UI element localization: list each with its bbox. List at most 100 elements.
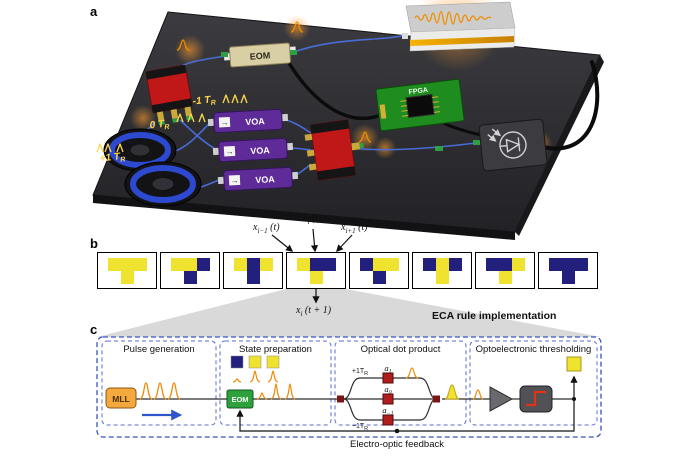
coefficient-modulators xyxy=(382,372,394,426)
delay-label-minus: -1 TR xyxy=(192,94,216,109)
cell-empty xyxy=(197,271,210,284)
label-x-curr: xi (t) xyxy=(303,213,322,226)
cell-state-0 xyxy=(561,257,575,271)
pulse-icon xyxy=(176,21,372,143)
cell-empty xyxy=(260,271,273,284)
label-x-next: xi+1 (t) xyxy=(341,222,368,235)
cell-state-1 xyxy=(233,257,247,271)
cell-state-1 xyxy=(385,257,399,271)
pulse-icon xyxy=(232,370,279,383)
fpga-label: FPGA xyxy=(408,87,428,96)
weighted-pulse-icon xyxy=(444,384,460,400)
pulse-icon xyxy=(405,367,419,379)
cell-state-0 xyxy=(246,270,260,284)
panel-c-label: c xyxy=(90,322,98,337)
cell-state-0 xyxy=(372,270,386,284)
combiner-node xyxy=(433,395,440,403)
cell-state-1 xyxy=(372,257,386,271)
cell-empty xyxy=(386,271,399,284)
cell-state-1 xyxy=(498,270,512,284)
cell-state-0 xyxy=(359,257,373,271)
panel-a-label: a xyxy=(90,4,98,19)
coeff-a0-label: a0 xyxy=(384,384,391,396)
cell-state-1 xyxy=(183,257,197,271)
delay-minus-label: −1TR xyxy=(352,423,368,432)
rule-cell xyxy=(349,252,409,289)
fiber-connector xyxy=(221,50,481,151)
attenuator-arrow-icon: → xyxy=(225,147,233,156)
feedback-label: Electro-optic feedback xyxy=(350,439,444,450)
cell-empty xyxy=(234,271,247,284)
cell-empty xyxy=(360,271,373,284)
cell-state-0 xyxy=(183,270,197,284)
cell-empty xyxy=(108,271,121,284)
cell-state-0 xyxy=(322,257,336,271)
amplifier-icon xyxy=(489,386,514,412)
label-x-out: xi (t + 1) xyxy=(296,305,332,318)
fiber-splitter-module xyxy=(145,64,193,126)
fiber-combiner-module xyxy=(304,119,364,181)
cell-empty xyxy=(549,271,562,284)
cell-state-1 xyxy=(120,270,134,284)
rule-cell xyxy=(475,252,535,289)
voa-label: VOA xyxy=(255,174,275,185)
delay-plus-label: +1TR xyxy=(352,368,368,377)
cell-state-0 xyxy=(498,257,512,271)
mode-locked-laser xyxy=(402,1,516,52)
threshold-step-icon xyxy=(526,390,546,407)
cell-state-1 xyxy=(435,270,449,284)
section-title: Pulse generation xyxy=(123,344,194,355)
cell-state-0 xyxy=(448,257,462,271)
coeff-am1-label: a−1 xyxy=(382,405,393,417)
cell-empty xyxy=(486,271,499,284)
feedback-line xyxy=(236,399,575,432)
laser-waveform-icon xyxy=(414,10,492,26)
section-title: Optical dot product xyxy=(361,344,441,355)
delay-label-plus: +1 TR xyxy=(99,151,126,166)
output-state-square xyxy=(566,356,582,372)
cell-empty xyxy=(323,271,336,284)
section-title: State preparation xyxy=(239,344,312,355)
attenuator-arrow-icon: → xyxy=(230,176,238,185)
splitter-node xyxy=(337,395,344,403)
voa-module: → VOA xyxy=(212,137,294,163)
pulse-train-doodle xyxy=(96,94,248,153)
cell-empty xyxy=(449,271,462,284)
cell-state-0 xyxy=(561,270,575,284)
feedback-loop-box xyxy=(96,336,602,438)
rule-cell xyxy=(286,252,346,289)
cell-state-0 xyxy=(422,257,436,271)
rule-cell xyxy=(223,252,283,289)
rule-row xyxy=(97,252,598,289)
feedback-junction-dot xyxy=(394,428,400,434)
photodiode-icon xyxy=(487,128,527,159)
cell-state-1 xyxy=(511,257,525,271)
cell-state-0 xyxy=(574,257,588,271)
cell-state-0 xyxy=(309,257,323,271)
mll-label: MLL xyxy=(112,394,129,404)
cell-state-1 xyxy=(296,257,310,271)
delay-annotations: -1 TR 0 TR +1 TR xyxy=(99,94,216,166)
rule-cell xyxy=(160,252,220,289)
cell-empty xyxy=(512,271,525,284)
voa-module: → VOA xyxy=(207,108,289,134)
fiber-spool xyxy=(124,161,202,207)
voa-module: → VOA xyxy=(217,166,299,192)
label-x-prev: xi−1 (t) xyxy=(253,222,280,235)
pulse-icon xyxy=(256,383,296,400)
cell-state-0 xyxy=(196,257,210,271)
rule-cell xyxy=(412,252,472,289)
attenuator-arrow-icon: → xyxy=(220,118,228,127)
cell-state-0 xyxy=(548,257,562,271)
experimental-setup: EOM → VOA → VOA → VOA xyxy=(92,0,604,240)
rule-cell xyxy=(97,252,157,289)
voa-label: VOA xyxy=(250,145,270,156)
cell-state-1 xyxy=(170,257,184,271)
panel-b-label: b xyxy=(90,236,98,251)
fpga-board: FPGA xyxy=(375,78,465,132)
pulse-icon xyxy=(139,382,181,400)
coeff-a1-label: a1 xyxy=(384,363,391,375)
cell-state-1 xyxy=(309,270,323,284)
section-optoelectronic-thresholding xyxy=(469,340,598,426)
